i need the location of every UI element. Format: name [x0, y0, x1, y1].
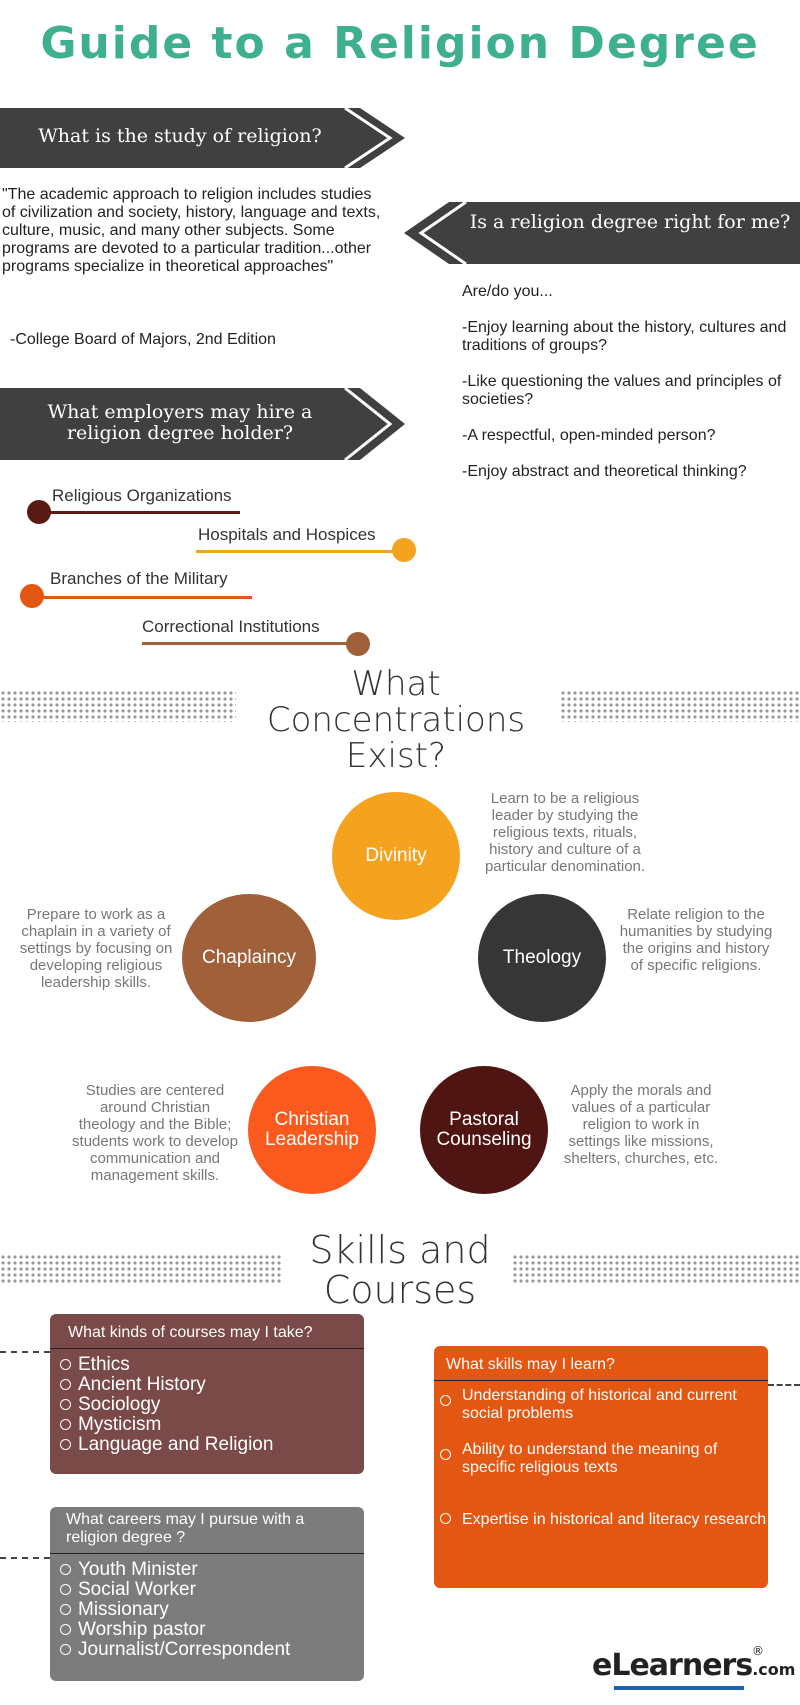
bullet-icon — [60, 1359, 71, 1370]
list-item: Ethics — [60, 1355, 364, 1375]
list-item: Youth Minister — [60, 1560, 364, 1580]
question-item: Are/do you... — [462, 283, 553, 300]
bullet-icon — [60, 1439, 71, 1450]
careers-list: Youth Minister Social Worker Missionary … — [50, 1560, 364, 1660]
concentration-description: Studies are centered around Christian th… — [72, 1082, 238, 1184]
employer-line — [142, 642, 360, 645]
page-title: Guide to a Religion Degree — [40, 18, 760, 69]
careers-panel-title: What careers may I pursue with a religio… — [66, 1511, 305, 1546]
panel-divider — [434, 1380, 768, 1381]
question-item: -A respectful, open-minded person? — [462, 427, 716, 444]
courses-list: Ethics Ancient History Sociology Mystici… — [50, 1355, 364, 1455]
logo-main: eLearners — [592, 1648, 753, 1683]
banner-right-for-me-text: Is a religion degree right for me? — [469, 211, 791, 233]
dashed-connector — [0, 1557, 50, 1559]
employer-dot — [346, 632, 370, 656]
skills-list: Understanding of historical and current … — [434, 1387, 768, 1529]
concentration-christian-leadership: Christian Leadership — [248, 1066, 376, 1194]
quote-citation: -College Board of Majors, 2nd Edition — [10, 331, 276, 348]
employer-dot — [20, 584, 44, 608]
quote-text: "The academic approach to religion inclu… — [2, 186, 381, 275]
dotted-divider — [0, 1254, 282, 1284]
bullet-icon — [60, 1624, 71, 1635]
panel-divider — [50, 1348, 364, 1349]
banner-study: What is the study of religion? — [0, 106, 410, 170]
bullet-icon — [60, 1644, 71, 1655]
employer-item: Correctional Institutions — [142, 617, 320, 636]
list-item: Expertise in historical and literacy res… — [440, 1511, 768, 1529]
dotted-divider — [512, 1254, 800, 1284]
list-item: Understanding of historical and current … — [440, 1387, 768, 1423]
banner-right-for-me: Is a religion degree right for me? — [404, 200, 800, 266]
employer-line — [30, 596, 252, 599]
employer-item: Branches of the Military — [50, 569, 228, 588]
elearners-logo: eLearners® .com — [592, 1644, 798, 1696]
panel-divider — [50, 1553, 364, 1554]
concentration-chaplaincy: Chaplaincy — [182, 894, 316, 1022]
concentration-description: Prepare to work as a chaplain in a varie… — [19, 906, 173, 991]
list-item: Worship pastor — [60, 1620, 364, 1640]
bullet-icon — [60, 1584, 71, 1595]
banner-right-for-me-shape — [404, 200, 800, 266]
dotted-divider — [560, 690, 800, 722]
courses-panel: What kinds of courses may I take? Ethics… — [50, 1314, 364, 1474]
bullet-icon — [60, 1564, 71, 1575]
question-item: -Like questioning the values and princip… — [462, 373, 782, 408]
skills-panel-title: What skills may I learn? — [446, 1356, 615, 1373]
employer-line — [40, 511, 240, 514]
banner-employers-text: What employers may hire a religion degre… — [47, 401, 313, 444]
concentration-theology: Theology — [478, 894, 606, 1022]
list-item: Ancient History — [60, 1375, 364, 1395]
employer-item: Hospitals and Hospices — [198, 525, 376, 544]
question-item: -Enjoy learning about the history, cultu… — [462, 319, 787, 354]
concentrations-heading: What Concentrations Exist? — [266, 664, 526, 776]
list-item: Ability to understand the meaning of spe… — [440, 1441, 768, 1477]
logo-underline — [614, 1686, 744, 1690]
concentration-pastoral-counseling: Pastoral Counseling — [420, 1066, 548, 1194]
bullet-icon — [440, 1449, 451, 1460]
concentration-description: Apply the morals and values of a particu… — [563, 1082, 719, 1167]
list-item: Mysticism — [60, 1415, 364, 1435]
skills-heading: Skills and Courses — [309, 1228, 491, 1312]
dotted-divider — [0, 690, 236, 722]
concentration-description: Learn to be a religious leader by studyi… — [484, 790, 646, 875]
logo-suffix: .com — [752, 1660, 796, 1679]
banner-study-text: What is the study of religion? — [38, 125, 322, 147]
banner-study-shape — [0, 106, 405, 170]
dashed-connector — [0, 1351, 50, 1353]
question-list: Are/do you... -Enjoy learning about the … — [462, 283, 792, 499]
list-item: Journalist/Correspondent — [60, 1640, 364, 1660]
employer-line — [196, 550, 402, 553]
list-item: Sociology — [60, 1395, 364, 1415]
concentration-description: Relate religion to the humanities by stu… — [619, 906, 773, 974]
courses-panel-title: What kinds of courses may I take? — [68, 1324, 313, 1341]
bullet-icon — [60, 1604, 71, 1615]
dashed-connector — [768, 1384, 800, 1386]
banner-employers-shape — [0, 386, 405, 462]
concentration-divinity: Divinity — [332, 792, 460, 920]
bullet-icon — [60, 1379, 71, 1390]
banner-employers: What employers may hire a religion degre… — [0, 386, 410, 462]
list-item: Missionary — [60, 1600, 364, 1620]
list-item: Language and Religion — [60, 1435, 364, 1455]
bullet-icon — [60, 1419, 71, 1430]
employer-item: Religious Organizations — [52, 486, 232, 505]
employer-dot — [392, 538, 416, 562]
question-item: -Enjoy abstract and theoretical thinking… — [462, 463, 747, 480]
bullet-icon — [440, 1513, 451, 1524]
logo-registered: ® — [752, 1644, 764, 1658]
list-item: Social Worker — [60, 1580, 364, 1600]
bullet-icon — [60, 1399, 71, 1410]
careers-panel: What careers may I pursue with a religio… — [50, 1507, 364, 1681]
bullet-icon — [440, 1395, 451, 1406]
skills-panel: What skills may I learn? Understanding o… — [434, 1346, 768, 1588]
employer-dot — [27, 500, 51, 524]
